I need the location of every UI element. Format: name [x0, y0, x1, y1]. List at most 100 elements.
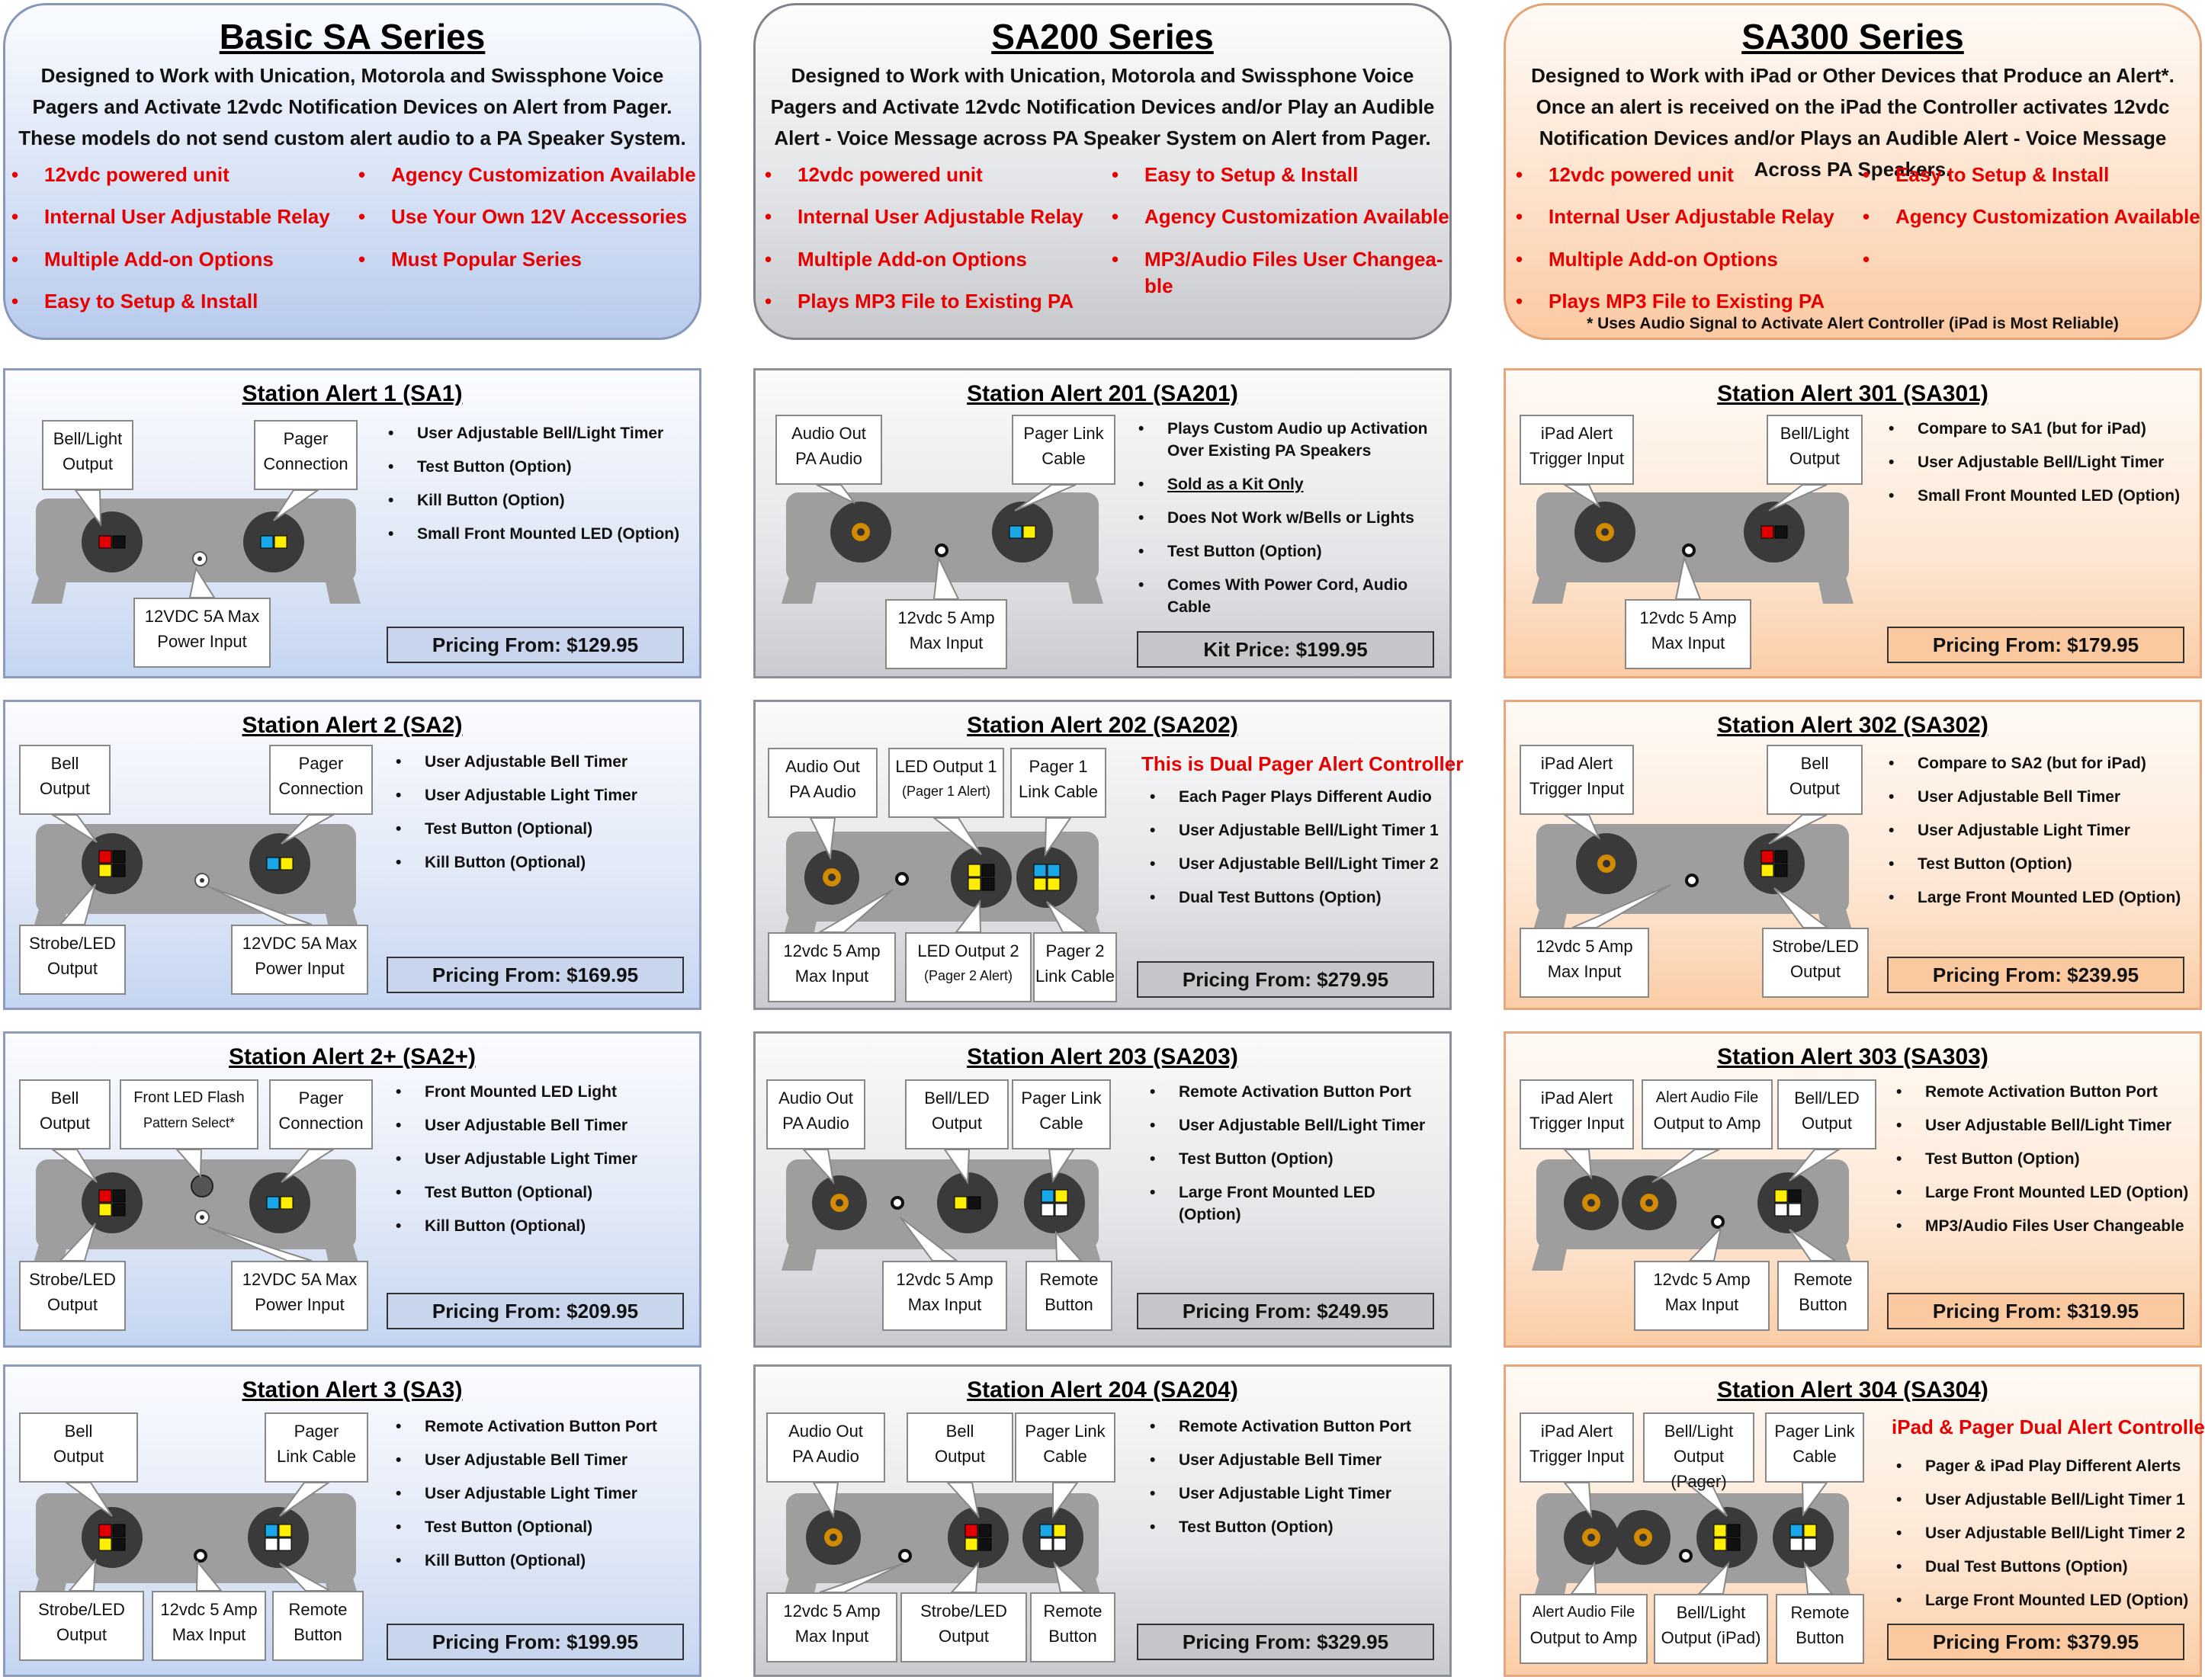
feature-item: •Use Your Own 12V Accessories	[358, 205, 688, 228]
callout-line: LED Output 2	[917, 941, 1019, 960]
feature-item: •User Adjustable Light Timer	[396, 1150, 637, 1168]
feature-item: •User Adjustable Bell Timer	[1150, 1451, 1382, 1469]
callout-line: Pager 1	[1029, 757, 1088, 776]
led-pin	[954, 1196, 968, 1210]
device-diagram	[31, 814, 361, 935]
led-pin	[1713, 1524, 1727, 1537]
connector-port	[82, 511, 143, 572]
feature-item: •Large Front Mounted LED (Option)	[1150, 1184, 1375, 1223]
led-pin	[112, 535, 126, 549]
feature-item: •Remote Activation Button Port	[396, 1418, 657, 1435]
callout-line: Max Input	[794, 1627, 869, 1646]
callout-line: Output	[56, 1625, 108, 1644]
callout-pointer	[279, 1482, 332, 1517]
callout-line: 12vdc 5 Amp	[1639, 608, 1737, 627]
callout-label: LED Output 2(Pager 2 Alert)	[905, 932, 1032, 1002]
product-card: Station Alert 204 (SA204)•Remote Activat…	[753, 1364, 1452, 1677]
led-pin	[1727, 1537, 1741, 1551]
callout-line: Bell	[1800, 754, 1829, 773]
feature-item: •Internal User Adjustable Relay	[1516, 205, 1834, 228]
product-title: Station Alert 304 (SA304)	[1717, 1377, 1988, 1403]
callout-label: LED Output 1(Pager 1 Alert)	[888, 748, 1004, 818]
audio-jack-pin	[1639, 1534, 1647, 1541]
connector-port	[1696, 1507, 1757, 1568]
power-jack	[895, 872, 909, 886]
price-label: Pricing From: $169.95	[387, 957, 684, 993]
connector-port	[249, 1172, 310, 1233]
feature-item: •Plays MP3 File to Existing PA	[765, 290, 1074, 313]
connector-port	[82, 833, 143, 894]
callout-pointer	[812, 1482, 839, 1518]
feature-item: •User Adjustable Bell Timer	[396, 1117, 628, 1134]
led-pin	[260, 535, 274, 549]
callout-line: PA Audio	[789, 782, 856, 801]
header-title: SA200 Series	[991, 17, 1214, 56]
led-pin	[274, 535, 287, 549]
callout-line: Alert Audio File	[1655, 1089, 1759, 1106]
connector-port	[951, 847, 1012, 908]
callout-line: iPad Alert	[1540, 424, 1613, 443]
callout-line: Audio Out	[791, 424, 866, 443]
feature-item: •Remote Activation Button Port	[1150, 1083, 1411, 1101]
device-diagram	[31, 1482, 361, 1605]
led-pin	[1041, 1203, 1054, 1217]
led-pin	[266, 1196, 280, 1210]
audio-jack-pin	[1601, 528, 1609, 536]
feature-item: •User Adjustable Bell/Light Timer 1	[1150, 822, 1439, 839]
callout-pointer	[1561, 484, 1601, 508]
connector-port	[1016, 847, 1077, 908]
feature-item: •User Adjustable Bell/Light Timer	[388, 425, 664, 442]
led-pin	[964, 1524, 978, 1537]
connector-port	[937, 1172, 998, 1233]
callout-line: PA Audio	[795, 449, 862, 468]
callout-line: 12VDC 5A Max	[242, 1270, 358, 1289]
feature-item: •12vdc powered unit	[765, 163, 983, 186]
led-pin	[1760, 850, 1774, 864]
callout-pointer	[175, 1149, 203, 1178]
callout-line: 12VDC 5A Max	[242, 934, 358, 953]
callout-line: Output	[934, 1447, 986, 1466]
feature-item: •Internal User Adjustable Relay	[765, 205, 1083, 228]
callout-line: 12vdc 5 Amp	[897, 608, 995, 627]
price-label: Pricing From: $379.95	[1887, 1624, 2184, 1660]
callout-line: Button	[294, 1625, 342, 1644]
led-pin	[265, 1537, 278, 1551]
header-description: Designed to Work with iPad or Other Devi…	[1531, 64, 2175, 181]
device-diagram	[782, 484, 1103, 604]
callout-line: Remote	[1790, 1603, 1850, 1622]
callout-line: Pager 2	[1045, 941, 1105, 960]
feature-item: •Multiple Add-on Options	[11, 248, 274, 271]
product-title: Station Alert 203 (SA203)	[967, 1044, 1238, 1069]
callout-line: Output to Amp	[1653, 1114, 1761, 1133]
power-jack-pin	[197, 556, 202, 561]
callout-pointer	[945, 1482, 980, 1519]
feature-item: •Dual Test Buttons (Option)	[1896, 1558, 2128, 1576]
product-title: Station Alert 301 (SA301)	[1717, 381, 1988, 406]
power-jack	[1685, 874, 1699, 887]
callout-line: Button	[1799, 1295, 1847, 1314]
feature-item: •Small Front Mounted LED (Option)	[388, 525, 680, 543]
price-label: Pricing From: $329.95	[1137, 1624, 1434, 1660]
power-jack	[898, 1549, 912, 1563]
callout-line: 12VDC 5A Max	[144, 607, 260, 626]
callout-line: Max Input	[794, 967, 869, 986]
callout-line: Pager	[294, 1422, 339, 1441]
led-pin	[1039, 1524, 1053, 1537]
callout-line: Bell	[64, 1422, 93, 1441]
callout-pointer	[1789, 1149, 1842, 1181]
callout-line: Max Input	[1664, 1295, 1739, 1314]
